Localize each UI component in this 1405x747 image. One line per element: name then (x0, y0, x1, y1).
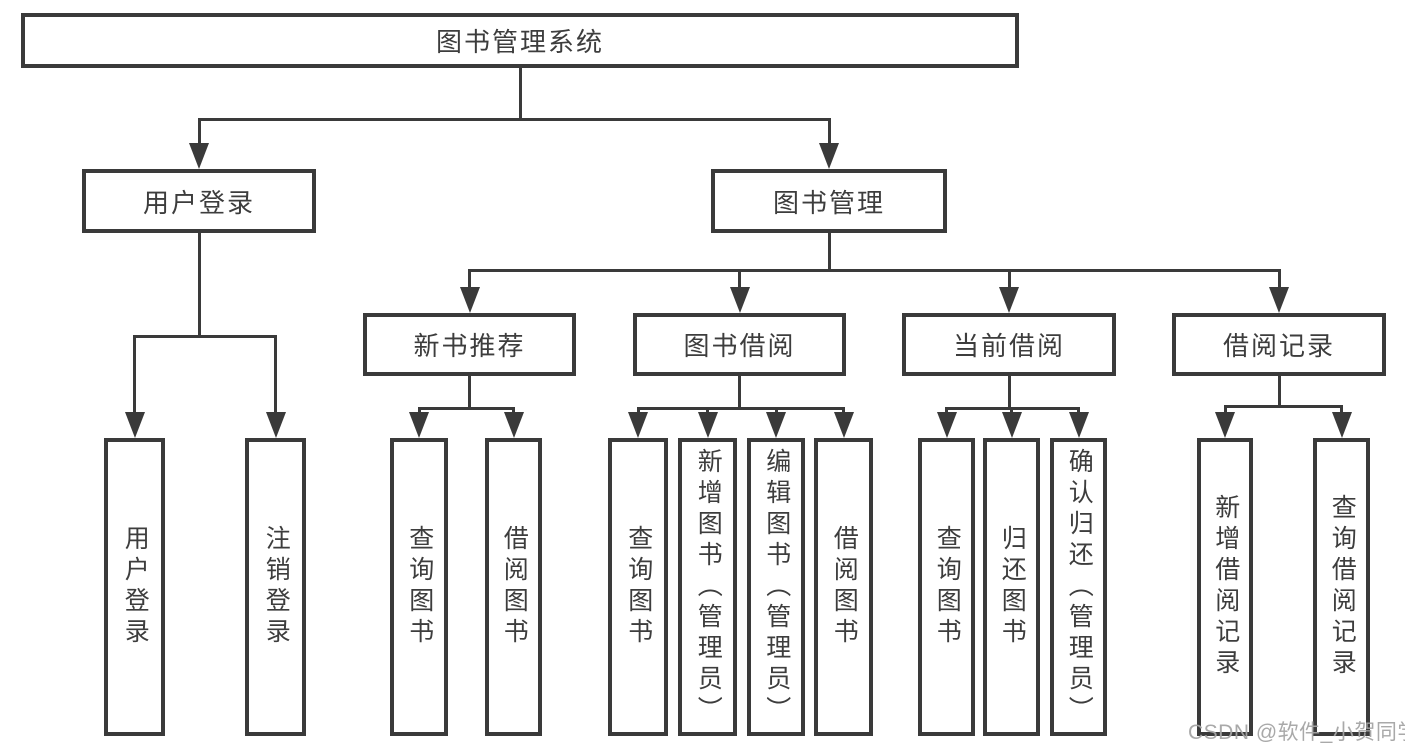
node-leaf-logout-label: 注销登录 (262, 525, 291, 649)
node-current-borrowing: 当前借阅 (902, 313, 1116, 376)
node-leaf-logout: 注销登录 (245, 438, 306, 736)
connector-line (1010, 407, 1013, 414)
node-leaf-query-borrow-record: 查询借阅记录 (1313, 438, 1370, 736)
connector-line (468, 374, 471, 409)
connector-line (636, 407, 845, 410)
arrow-down-icon (999, 287, 1019, 313)
node-leaf-add-borrow-record: 新增借阅记录 (1197, 438, 1253, 736)
arrow-down-icon (1269, 287, 1289, 313)
node-leaf-borrow-books-borrow: 借阅图书 (814, 438, 873, 736)
node-leaf-add-book-admin-label: 新增图书（管理员） (694, 447, 723, 727)
node-leaf-query-books-borrow-label: 查询图书 (624, 525, 653, 649)
node-user-login-label: 用户登录 (142, 187, 255, 218)
node-leaf-confirm-return-admin-label: 确认归还（管理员） (1065, 447, 1094, 727)
arrow-down-icon (1068, 412, 1089, 438)
node-leaf-edit-book-admin-label: 编辑图书（管理员） (762, 447, 791, 727)
connector-line (1223, 405, 1342, 408)
connector-line (417, 407, 421, 414)
arrow-down-icon (936, 412, 957, 438)
connector-line (197, 118, 201, 146)
arrow-down-icon (1215, 412, 1235, 438)
node-book-management: 图书管理 (711, 169, 947, 233)
node-leaf-add-borrow-record-label: 新增借阅记录 (1211, 494, 1240, 680)
connector-line (518, 66, 522, 120)
connector-line (512, 407, 515, 414)
node-leaf-user-login-label: 用户登录 (121, 525, 150, 649)
arrow-down-icon (503, 412, 524, 438)
node-borrowing-records: 借阅记录 (1172, 313, 1386, 376)
connector-line (842, 407, 845, 414)
arrow-down-icon (189, 143, 209, 169)
connector-line (133, 335, 136, 414)
connector-line (1077, 407, 1080, 414)
connector-line (827, 118, 831, 146)
arrow-down-icon (409, 412, 429, 438)
node-leaf-add-book-admin: 新增图书（管理员） (678, 438, 737, 736)
arrow-down-icon (1331, 412, 1352, 438)
arrow-down-icon (729, 287, 750, 313)
connector-line (197, 231, 201, 337)
node-current-borrowing-label: 当前借阅 (952, 331, 1065, 361)
node-leaf-query-books-recommend: 查询图书 (390, 438, 448, 736)
connector-line (738, 269, 741, 289)
node-leaf-confirm-return-admin: 确认归还（管理员） (1050, 438, 1107, 736)
arrow-down-icon (697, 412, 718, 438)
node-user-login: 用户登录 (82, 169, 316, 233)
connector-line (274, 335, 277, 414)
node-borrowing-records-label: 借阅记录 (1222, 331, 1335, 361)
connector-line (636, 407, 640, 414)
node-root-label: 图书管理系统 (435, 27, 604, 57)
arrow-down-icon (833, 412, 854, 438)
node-leaf-return-book: 归还图书 (983, 438, 1040, 736)
arrow-down-icon (459, 287, 480, 313)
connector-line (1277, 374, 1281, 407)
connector-line (197, 118, 831, 121)
connector-line (468, 269, 1281, 272)
node-leaf-user-login: 用户登录 (104, 438, 165, 736)
connector-line (706, 407, 709, 414)
connector-line (1007, 374, 1011, 409)
node-new-book-recommend-label: 新书推荐 (413, 331, 526, 361)
connector-line (1340, 405, 1343, 414)
connector-line (1223, 405, 1227, 414)
node-leaf-edit-book-admin: 编辑图书（管理员） (747, 438, 805, 736)
node-leaf-return-book-label: 归还图书 (998, 525, 1027, 649)
node-leaf-query-books-borrow: 查询图书 (608, 438, 668, 736)
connector-line (945, 407, 948, 414)
connector-line (827, 231, 831, 272)
node-book-borrowing: 图书借阅 (633, 313, 846, 376)
node-new-book-recommend: 新书推荐 (363, 313, 576, 376)
connector-line (774, 407, 778, 414)
connector-line (1277, 269, 1281, 289)
node-leaf-query-books-current-label: 查询图书 (933, 525, 962, 649)
node-book-borrowing-label: 图书借阅 (683, 331, 796, 361)
arrow-down-icon (265, 412, 286, 438)
node-root: 图书管理系统 (21, 13, 1019, 68)
node-leaf-borrow-books-borrow-label: 借阅图书 (830, 525, 859, 649)
node-book-management-label: 图书管理 (772, 187, 885, 218)
arrow-down-icon (766, 412, 786, 438)
connector-line (738, 374, 741, 409)
arrow-down-icon (1001, 412, 1022, 438)
csdn-watermark: CSDN @软件_小贺同学 (1188, 721, 1405, 744)
node-leaf-borrow-books-recommend: 借阅图书 (485, 438, 542, 736)
arrow-down-icon (124, 412, 145, 438)
node-leaf-query-borrow-record-label: 查询借阅记录 (1328, 494, 1357, 680)
node-leaf-query-books-recommend-label: 查询图书 (405, 525, 434, 649)
connector-line (468, 269, 471, 289)
node-leaf-query-books-current: 查询图书 (918, 438, 975, 736)
arrow-down-icon (819, 143, 839, 169)
connector-line (1007, 269, 1011, 289)
node-leaf-borrow-books-recommend-label: 借阅图书 (500, 525, 529, 649)
connector-line (133, 335, 277, 338)
connector-line (417, 407, 515, 410)
arrow-down-icon (628, 412, 648, 438)
